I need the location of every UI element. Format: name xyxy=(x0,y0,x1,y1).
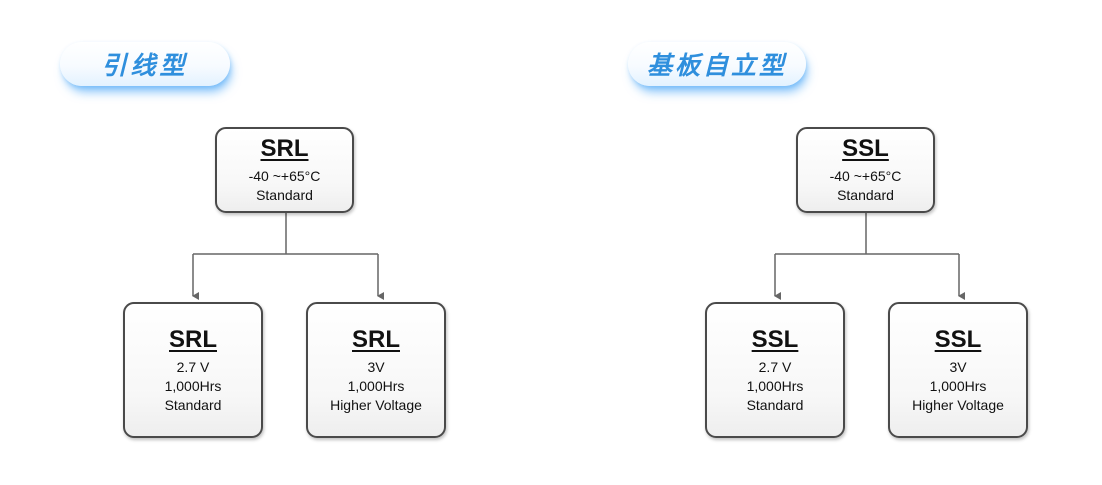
lifetime-label: 1,000Hrs xyxy=(929,377,987,394)
grade-label: Higher Voltage xyxy=(912,396,1004,413)
node-title: SSL xyxy=(842,135,889,162)
lifetime-label: 1,000Hrs xyxy=(746,377,804,394)
voltage-label: 3V xyxy=(949,358,967,375)
voltage-label: 2.7 V xyxy=(176,358,210,375)
child-node-standard: SRL 2.7 V 1,000Hrs Standard xyxy=(123,302,263,438)
category-tag-leaded: 引线型 xyxy=(60,42,230,86)
category-label: 引线型 xyxy=(101,51,189,80)
grade-label: Standard xyxy=(256,187,313,203)
child-node-standard: SSL 2.7 V 1,000Hrs Standard xyxy=(705,302,845,438)
left-panel: 引线型 SRL -40 ~+65°C Standard SRL 2.7 V 1,… xyxy=(60,42,446,438)
lifetime-label: 1,000Hrs xyxy=(164,377,222,394)
node-title: SRL xyxy=(352,325,400,353)
child-node-higher-voltage: SRL 3V 1,000Hrs Higher Voltage xyxy=(306,302,446,438)
node-title: SSL xyxy=(934,325,982,353)
temperature-range: -40 ~+65°C xyxy=(248,168,321,184)
voltage-label: 3V xyxy=(367,358,385,375)
grade-label: Standard xyxy=(746,396,804,413)
voltage-label: 2.7 V xyxy=(758,358,792,375)
category-label: 基板自立型 xyxy=(646,51,787,80)
connector-tree xyxy=(192,213,384,300)
lifetime-label: 1,000Hrs xyxy=(347,377,405,394)
top-node: SSL -40 ~+65°C Standard xyxy=(796,127,935,213)
temperature-range: -40 ~+65°C xyxy=(829,168,902,184)
node-title: SRL xyxy=(169,325,217,353)
category-tag-snap-in: 基板自立型 xyxy=(628,42,806,86)
grade-label: Standard xyxy=(837,187,894,203)
top-node: SRL -40 ~+65°C Standard xyxy=(215,127,354,213)
grade-label: Standard xyxy=(164,396,222,413)
child-node-higher-voltage: SSL 3V 1,000Hrs Higher Voltage xyxy=(888,302,1028,438)
node-title: SSL xyxy=(751,325,799,353)
right-panel: 基板自立型 SSL -40 ~+65°C Standard SSL 2.7 V … xyxy=(551,0,1102,485)
connector-tree xyxy=(774,213,965,300)
grade-label: Higher Voltage xyxy=(330,396,422,413)
node-title: SRL xyxy=(260,135,309,162)
